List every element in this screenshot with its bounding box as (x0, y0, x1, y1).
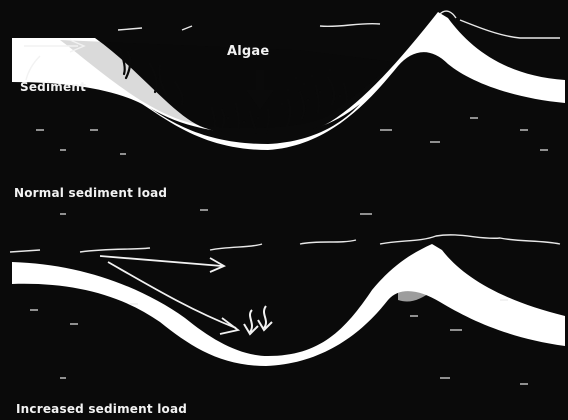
increased-seabed (12, 244, 565, 366)
settling-arrows (244, 306, 272, 334)
sediment-label: Sediment (20, 80, 86, 94)
increased-load-panel (10, 235, 565, 384)
panel-divider-marks (60, 210, 372, 214)
normal-load-panel (12, 11, 565, 154)
increased-surface-line (10, 235, 560, 252)
normal-load-caption: Normal sediment load (14, 186, 167, 200)
increased-dash-marks (30, 300, 528, 384)
normal-surface-streaks (118, 11, 560, 38)
algae-label: Algae (227, 44, 269, 59)
increased-load-caption: Increased sediment load (16, 402, 187, 416)
